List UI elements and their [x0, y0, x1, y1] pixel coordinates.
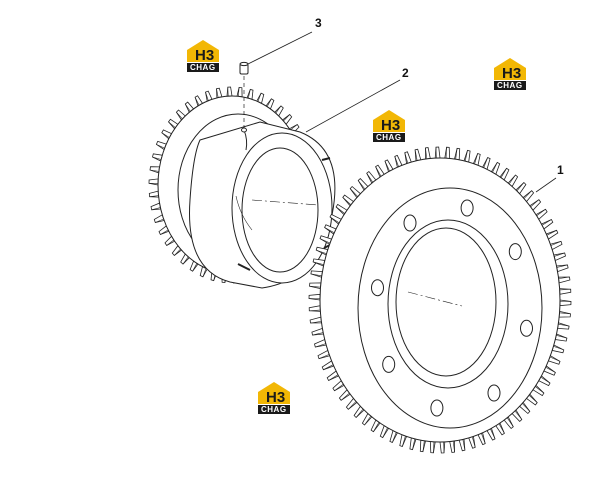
callout-2: 2 [402, 66, 409, 80]
bolt-hole [382, 355, 396, 373]
gear-tooth [236, 86, 243, 98]
logo-sub-letters: CHAG [190, 63, 216, 72]
gear-tooth [444, 146, 451, 159]
gear-tooth [148, 178, 159, 186]
gear-tooth [308, 293, 321, 301]
gear-tooth [468, 435, 476, 449]
brand-logo: H3 CHAG [494, 58, 526, 90]
brand-logo: H3 CHAG [258, 382, 290, 414]
leader-line-3 [247, 31, 313, 65]
pin [239, 61, 249, 133]
callout-1: 1 [557, 163, 564, 177]
logo-sub-letters: CHAG [376, 133, 402, 142]
bolt-holes [371, 199, 533, 417]
gear-tooth [553, 252, 566, 262]
gear-tooth [429, 441, 436, 454]
brand-logo: H3 CHAG [373, 110, 405, 142]
leader-line-1 [535, 177, 557, 193]
gear-tooth [558, 310, 571, 318]
logo-letters: H3 [381, 117, 400, 134]
gear-tooth [149, 166, 160, 174]
gear-tooth [309, 282, 322, 290]
logo-letters: H3 [266, 389, 285, 406]
bolt-hole [430, 399, 444, 417]
gear-tooth [559, 299, 572, 307]
brand-logo: H3 CHAG [187, 40, 219, 72]
bolt-hole [403, 214, 417, 232]
sleeve-bore [241, 147, 319, 273]
bolt-hole [371, 279, 384, 297]
logo-letters: H3 [195, 47, 214, 64]
gear-tooth [314, 338, 327, 348]
logo-sub-letters: CHAG [497, 81, 523, 90]
logo-letters: H3 [502, 65, 521, 82]
bolt-hole [520, 319, 533, 337]
gear-tooth [404, 151, 412, 165]
bolt-hole [460, 199, 474, 217]
leader-line-2 [305, 79, 401, 133]
logo-sub-letters: CHAG [261, 405, 287, 414]
large-gear-center-line [407, 291, 463, 307]
sleeve-bushing [189, 121, 336, 289]
large-gear [308, 146, 572, 454]
callout-3: 3 [315, 16, 322, 30]
leader-lines [247, 31, 557, 193]
bolt-hole [487, 384, 501, 402]
sleeve-center-line [251, 199, 319, 206]
bolt-hole [508, 243, 522, 261]
pin-hole [241, 127, 247, 133]
